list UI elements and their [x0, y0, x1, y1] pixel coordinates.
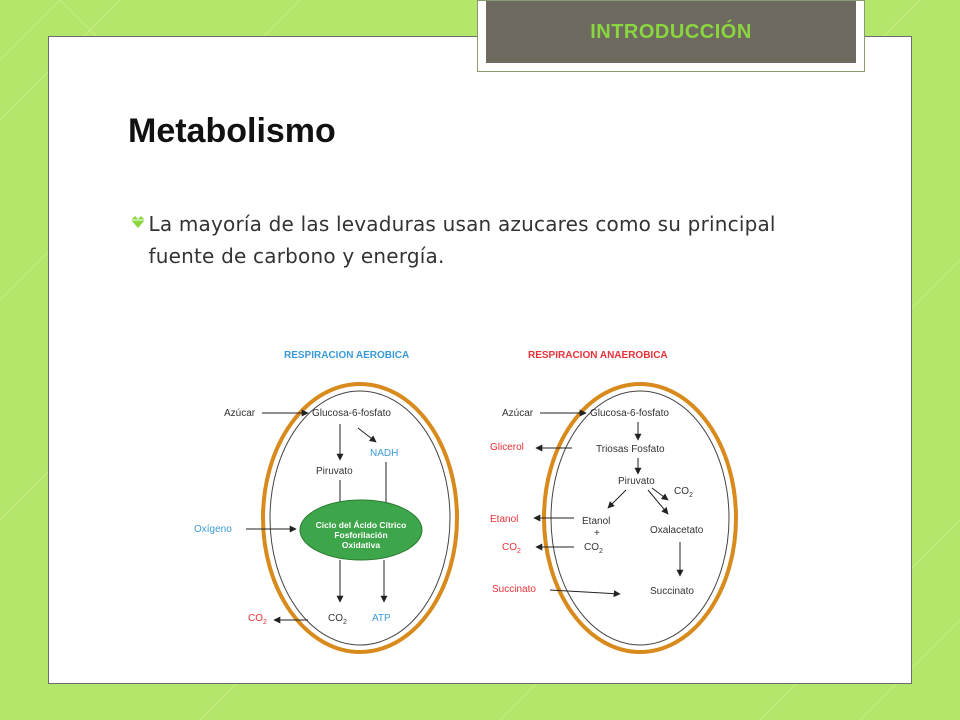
anaerobic-triose: Triosas Fosfato: [596, 444, 665, 455]
cycle-label-1: Ciclo del Ácido Cítrico: [316, 520, 407, 530]
anaerobic-title: RESPIRACION ANAEROBICA: [528, 350, 668, 361]
anaerobic-ethanol: Etanol: [582, 516, 610, 527]
anaerobic-pyruvate: Piruvato: [618, 476, 655, 487]
aerobic-g6p: Glucosa-6-fosfato: [312, 408, 391, 419]
aerobic-co2: CO2: [328, 613, 347, 626]
anaerobic-plus: +: [594, 528, 600, 539]
aerobic-nadh: NADH: [370, 448, 398, 459]
anaerobic-succinate-out: Succinato: [492, 584, 536, 595]
aerobic-sugar-label: Azúcar: [224, 408, 256, 419]
section-tab-fill: INTRODUCCIÓN: [486, 1, 856, 63]
slide-title: Metabolismo: [128, 112, 336, 151]
anaerobic-co2-out: CO2: [502, 542, 521, 555]
aerobic-title: RESPIRACION AEROBICA: [284, 350, 409, 361]
anaerobic-g6p: Glucosa-6-fosfato: [590, 408, 669, 419]
anaerobic-glycerol: Glicerol: [490, 442, 524, 453]
anaerobic-ethanol-out: Etanol: [490, 514, 518, 525]
aerobic-co2-out: CO2: [248, 613, 267, 626]
section-tab-label: INTRODUCCIÓN: [590, 21, 752, 44]
bullet-text: La mayoría de las levaduras usan azucare…: [149, 208, 811, 272]
respiration-diagram: RESPIRACION AEROBICA Azúcar Glucosa-6-fo…: [190, 318, 750, 658]
anaerobic-co2-b: CO2: [584, 542, 603, 555]
anaerobic-sugar-label: Azúcar: [502, 408, 534, 419]
aerobic-pyruvate: Piruvato: [316, 466, 353, 477]
section-tab: INTRODUCCIÓN: [477, 0, 865, 72]
anaerobic-to-oxalacetate-arrow: [648, 490, 668, 514]
bullet-icon: [130, 208, 149, 234]
aerobic-atp: ATP: [372, 613, 391, 624]
cycle-label-2: Fosforilación: [334, 530, 387, 540]
anaerobic-co2-a: CO2: [674, 486, 693, 499]
bullet-item: La mayoría de las levaduras usan azucare…: [130, 208, 810, 272]
anaerobic-to-ethanol-arrow: [608, 490, 626, 508]
cycle-label-3: Oxidativa: [342, 540, 381, 550]
anaerobic-succinate: Succinato: [650, 586, 694, 597]
anaerobic-oxalacetate: Oxalacetato: [650, 525, 704, 536]
aerobic-oxygen: Oxígeno: [194, 524, 232, 535]
anaerobic-cell-inner: [551, 391, 729, 645]
aerobic-nadh-arrow: [358, 428, 376, 442]
